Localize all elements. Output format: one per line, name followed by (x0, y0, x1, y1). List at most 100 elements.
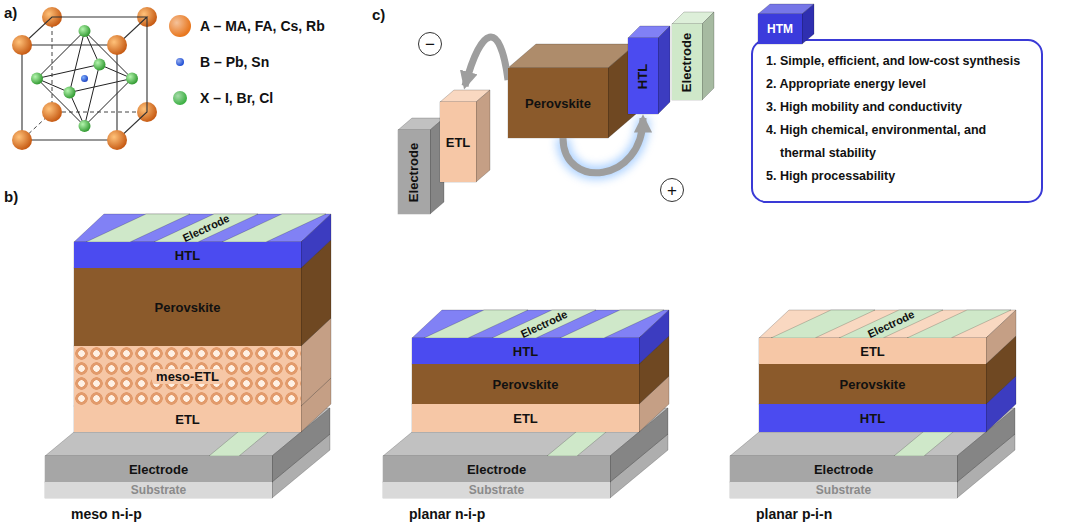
layer-label: Substrate (816, 484, 871, 496)
requirement-item: 3. High mobility and conductivity (766, 96, 1028, 119)
layer-label: HTL (513, 345, 538, 358)
legend-text: X – I, Br, Cl (200, 89, 273, 107)
layer-box: Perovskite (759, 364, 986, 404)
x-site-atom (79, 120, 91, 132)
layer-label: Substrate (131, 484, 186, 496)
layer-label: Electrode (681, 32, 694, 91)
layer-box: Electrode (398, 130, 430, 214)
layer-front-edge (412, 404, 639, 432)
panel-outline (752, 40, 1042, 202)
layer-box: Substrate (730, 482, 957, 498)
requirement-item: 1. Simple, efficient, and low-cost synth… (766, 50, 1028, 73)
a-site-atom (107, 35, 127, 55)
hidden-edge (22, 17, 147, 140)
layer-front-edge (412, 338, 639, 364)
layer-side-face (476, 90, 490, 182)
architecture-caption: planar p-i-n (756, 506, 832, 522)
layer-label: HTL (637, 63, 650, 88)
layer-label: Electrode (519, 308, 569, 339)
panel-letter: c) (372, 6, 385, 23)
layer-label: − (425, 36, 435, 53)
legend-text: B – Pb, Sn (200, 53, 269, 71)
a-site-atom (42, 102, 62, 122)
layer-box: HTL (628, 38, 658, 114)
layer-side-face (802, 4, 814, 44)
electrode-strip-shape (222, 214, 326, 242)
layer-box: Electrode (383, 456, 610, 482)
charge-circle: + (660, 178, 684, 202)
layer-label: ETL (446, 136, 471, 149)
layer-label: Electrode (866, 308, 916, 339)
layer-front-edge (759, 364, 986, 404)
layer-label: ETL (175, 413, 200, 426)
a-site-atom (12, 35, 32, 55)
requirement-item: 2. Appropriate energy level (766, 73, 1028, 96)
requirements-panel: 1. Simple, efficient, and low-cost synth… (752, 40, 1042, 198)
layer-front-edge (74, 242, 301, 268)
layer-label: Electrode (129, 463, 188, 476)
panel-letter: b) (4, 188, 18, 205)
layer-box: meso-ETL (74, 346, 301, 406)
layer-box: Electrode (672, 24, 702, 100)
layer-box: Perovskite (508, 68, 608, 138)
layer-front-edge (730, 482, 957, 498)
layer-front-edge (45, 482, 272, 498)
x-site-atom (79, 25, 91, 37)
layer-box: HTL (412, 338, 639, 364)
layer-label: HTL (860, 412, 885, 425)
x-site-atom (31, 73, 43, 85)
layer-front-edge (508, 68, 608, 138)
architecture-caption: meso n-i-p (71, 506, 142, 522)
layer-front-edge (759, 404, 986, 432)
x-site-atom (94, 59, 106, 71)
layer-box: Perovskite (412, 364, 639, 404)
layer-box: Perovskite (74, 268, 301, 346)
layer-front-edge (759, 338, 986, 364)
layer-box: Electrode (45, 456, 272, 482)
layer-top-face (412, 336, 669, 364)
layer-front-edge (383, 456, 610, 482)
layer-label: Perovskite (155, 301, 221, 314)
layer-box: ETL (440, 102, 476, 182)
layer-box: HTM (758, 14, 802, 44)
panel-letter: a) (4, 4, 17, 21)
layer-box: ETL (759, 338, 986, 364)
legend-swatch (176, 58, 184, 66)
requirement-item: 4. High chemical, environmental, and the… (766, 119, 1028, 165)
layer-box: HTL (759, 404, 986, 432)
layer-label: Electrode (181, 212, 231, 243)
layer-label: Perovskite (840, 378, 906, 391)
electrode-strip-shape (560, 310, 664, 338)
layer-box: ETL (412, 404, 639, 432)
layer-front-edge (758, 14, 802, 44)
layer-side-face (702, 12, 714, 100)
layer-label: Perovskite (493, 378, 559, 391)
layer-front-edge (672, 24, 702, 100)
layer-label: HTM (767, 23, 793, 35)
layer-box: Substrate (45, 482, 272, 498)
layer-front-edge (74, 346, 301, 406)
architecture-caption: planar n-i-p (409, 506, 485, 522)
a-site-atom (107, 130, 127, 150)
x-site-atom (64, 87, 76, 99)
charge-arrow (465, 37, 508, 86)
layer-label: Electrode (814, 463, 873, 476)
layer-label: Perovskite (525, 97, 591, 110)
layer-top-face (759, 336, 1016, 364)
layer-box: HTL (74, 242, 301, 268)
layer-box: ETL (74, 406, 301, 432)
layer-box: Substrate (383, 482, 610, 498)
requirement-item: 5. High processability (766, 165, 1028, 188)
layer-front-edge (45, 456, 272, 482)
a-site-atom (12, 130, 32, 150)
charge-circle: − (418, 32, 442, 56)
layer-label: Electrode (467, 463, 526, 476)
layer-label: ETL (860, 345, 885, 358)
layer-label: Electrode (408, 142, 421, 201)
legend-swatch (173, 91, 187, 105)
layer-front-edge (383, 482, 610, 498)
layer-label: ETL (513, 412, 538, 425)
b-site-atom (81, 75, 88, 82)
legend-swatch (169, 15, 191, 37)
